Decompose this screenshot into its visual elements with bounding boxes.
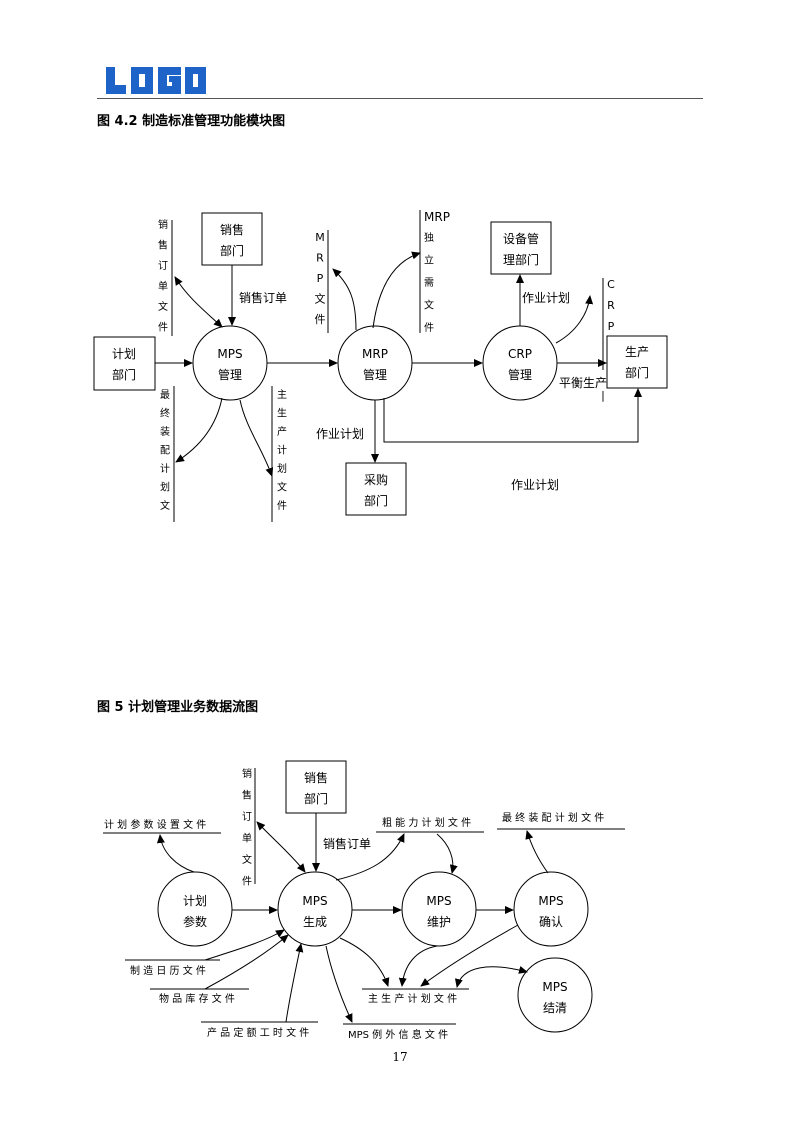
f2-plan-params-circle <box>157 871 233 947</box>
f2-mps-generate-line1: MPS <box>302 894 327 908</box>
page-number: 17 <box>392 1050 408 1064</box>
f2-plan-params-line1: 计划 <box>183 894 207 908</box>
f1-flow-mrp-to-production <box>383 388 642 443</box>
f1-label-work-plan-purchase: 作业计划 <box>316 427 364 441</box>
f2-store-final-assembly: 最 终 装 配 计 划 文 件 <box>502 811 604 824</box>
f1-flow-mps-to-final-assembly <box>175 397 223 463</box>
f2-flow-calendar-to-generate <box>204 929 285 961</box>
f1-purchase-dept-line2: 部门 <box>364 493 388 508</box>
f2-flow-rough-to-maintain <box>436 833 458 874</box>
f2-flow-confirm-to-final <box>525 830 549 874</box>
f1-flow-crp-to-crp-file <box>555 295 594 344</box>
f1-purchase-dept-line1: 采购 <box>364 472 388 487</box>
f2-flow-generate-to-exception <box>325 945 353 1023</box>
f2-mps-confirm-line2: 确认 <box>539 915 563 929</box>
f1-label-sales-order: 销售订单 <box>239 290 287 305</box>
f1-store-final-assembly-file: 最终装配计划文 <box>160 389 170 512</box>
f2-flow-master-settle <box>454 966 528 988</box>
figure2-diagram: 销售 部门 计划 参数 MPS 生成 MPS 维护 MPS 确认 MPS 结清 … <box>103 760 625 1041</box>
f2-mps-confirm-line1: MPS <box>538 894 563 908</box>
f2-sales-dept-line1: 销售 <box>304 770 328 785</box>
f2-mps-confirm-circle <box>513 871 589 947</box>
f2-flow-generate-to-rough <box>335 833 405 881</box>
f1-store-mrp-demand-prefix: MRP <box>424 210 450 224</box>
f2-sales-dept-line2: 部门 <box>304 791 328 806</box>
figure1-title: 图 4.2 制造标准管理功能模块图 <box>97 114 286 129</box>
f1-label-work-plan-production: 作业计划 <box>511 478 559 492</box>
figure1-diagram: 销售 部门 计划 部门 采购 部门 设备管 理部门 生产 部门 MPS 管理 M… <box>93 210 668 522</box>
f1-crp-line1: CRP <box>508 347 532 361</box>
f2-mps-maintain-circle <box>401 871 477 947</box>
f1-flow-mrp-to-mrp-file <box>332 268 357 331</box>
f1-mrp-line2: 管理 <box>363 367 387 382</box>
f1-label-work-plan-equipment: 作业计划 <box>522 291 570 305</box>
f2-flow-params-to-setting-file <box>156 834 195 873</box>
f1-sales-dept-line2: 部门 <box>220 243 244 258</box>
f1-flow-mrp-to-demand-file <box>372 251 421 329</box>
f1-store-crp-trailing: | <box>601 389 605 402</box>
f1-plan-dept-line1: 计划 <box>112 347 136 361</box>
f1-flow-mps-to-master-plan <box>239 399 274 477</box>
f2-store-time-quota: 产 品 定 额 工 时 文 件 <box>207 1026 309 1039</box>
f2-mps-maintain-line2: 维护 <box>427 915 451 929</box>
f2-mps-generate-line2: 生成 <box>303 915 327 929</box>
f2-flow-confirm-to-master <box>420 924 519 987</box>
f1-production-dept-line2: 部门 <box>625 365 649 380</box>
f2-label-sales-order: 销售订单 <box>323 836 371 851</box>
f2-flow-quota-to-generate <box>285 943 304 1023</box>
f2-flow-generate-to-master <box>339 937 390 987</box>
f2-store-exception: MPS 例 外 信 息 文 件 <box>348 1028 448 1041</box>
f1-equipment-dept-line1: 设备管 <box>503 231 539 246</box>
f2-mps-settle-circle <box>517 957 593 1033</box>
f2-mps-generate-circle <box>277 871 353 947</box>
f2-flow-sales-order-file <box>256 821 306 873</box>
f1-equipment-dept-line2: 理部门 <box>503 252 539 267</box>
f2-store-sales-order-file: 销售订单文件 <box>242 767 252 888</box>
f2-mps-maintain-line1: MPS <box>426 894 451 908</box>
f2-mps-settle-line2: 结清 <box>543 1001 567 1015</box>
f1-store-sales-order-file: 销售订单文件 <box>158 218 168 334</box>
f2-flow-maintain-to-master <box>398 945 438 987</box>
f1-mrp-line1: MRP <box>362 347 388 361</box>
f1-flow-mps-sales-order-file <box>174 276 223 328</box>
f1-store-mrp-independent-demand-file: 独立需文件 <box>424 231 434 334</box>
f2-store-inventory: 物 品 库 存 文 件 <box>159 992 235 1005</box>
f2-plan-params-line2: 参数 <box>183 914 207 929</box>
f2-store-rough-capacity: 粗 能 力 计 划 文 件 <box>382 816 471 829</box>
f1-purchase-dept-box <box>345 462 407 516</box>
f2-mps-settle-line1: MPS <box>542 980 567 994</box>
f2-store-calendar: 制 造 日 历 文 件 <box>130 964 206 977</box>
f1-plan-dept-line2: 部门 <box>112 367 136 382</box>
f1-crp-line2: 管理 <box>508 367 532 382</box>
f1-mps-line2: 管理 <box>218 367 242 382</box>
f1-mps-line1: MPS <box>217 347 242 361</box>
f1-label-balance-production: 平衡生产 <box>559 376 607 390</box>
f1-sales-dept-line1: 销售 <box>220 222 244 237</box>
figure2-title: 图 5 计划管理业务数据流图 <box>97 700 259 715</box>
f1-production-dept-line1: 生产 <box>625 345 649 359</box>
f2-store-master-plan: 主 生 产 计 划 文 件 <box>368 992 457 1005</box>
f2-store-plan-param-setting: 计 划 参 数 设 置 文 件 <box>104 818 206 831</box>
f2-flow-inventory-to-generate <box>204 934 289 990</box>
logo <box>106 67 206 94</box>
header-rule <box>97 98 703 99</box>
f1-store-master-plan-file: 主生产计划文件 <box>277 389 287 512</box>
